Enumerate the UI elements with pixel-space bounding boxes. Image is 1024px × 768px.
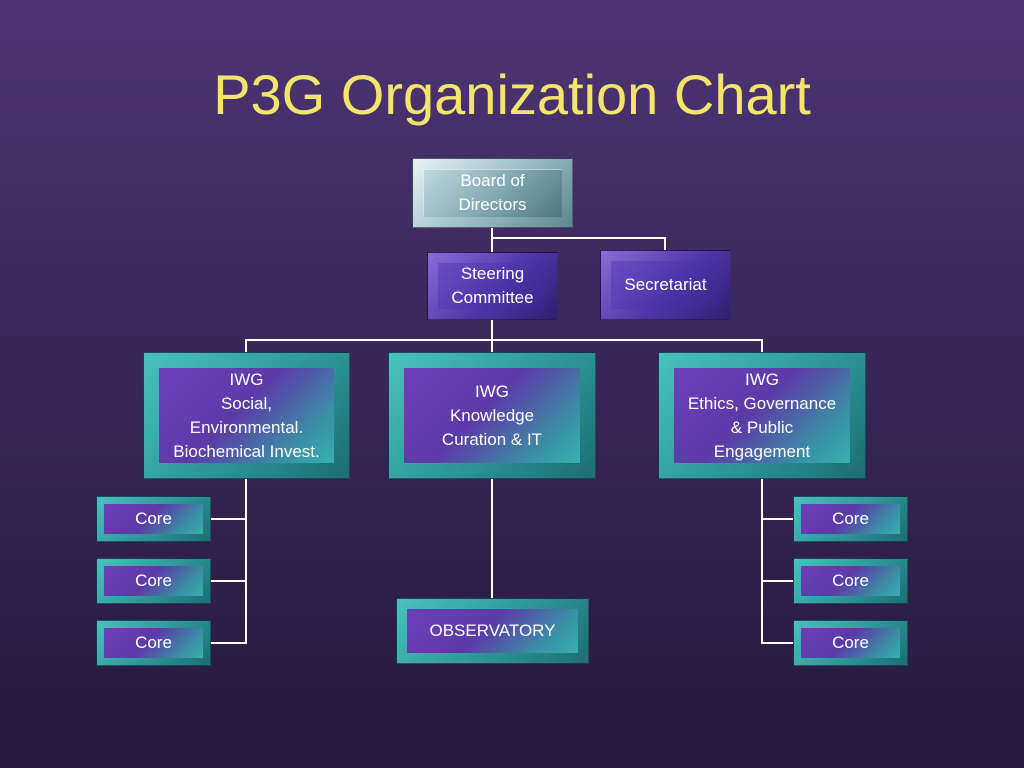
- node-iwg-social[interactable]: IWG Social, Environmental. Biochemical I…: [143, 352, 350, 479]
- connector-board: [491, 228, 666, 252]
- connector-right-cores: [761, 479, 795, 644]
- connector-steering: [245, 320, 763, 352]
- node-observatory-label: OBSERVATORY: [429, 621, 556, 640]
- node-iwg-knowledge-label: IWG Knowledge Curation & IT: [441, 381, 543, 449]
- core-left-1-label: Core: [135, 509, 172, 528]
- node-iwg-ethics[interactable]: IWG Ethics, Governance & Public Engageme…: [658, 352, 866, 479]
- node-core-right-3[interactable]: Core: [793, 620, 908, 666]
- node-core-left-2[interactable]: Core: [96, 558, 211, 604]
- core-right-3-label: Core: [832, 633, 869, 652]
- core-right-1-label: Core: [832, 509, 869, 528]
- core-left-2-label: Core: [135, 571, 172, 590]
- node-core-right-1[interactable]: Core: [793, 496, 908, 542]
- node-steering-label: Steering Committee: [451, 264, 534, 307]
- core-left-3-label: Core: [135, 633, 172, 652]
- node-core-right-2[interactable]: Core: [793, 558, 908, 604]
- node-observatory[interactable]: OBSERVATORY: [396, 598, 589, 664]
- node-iwg-knowledge[interactable]: IWG Knowledge Curation & IT: [388, 352, 596, 479]
- node-board-label: Board of Directors: [458, 171, 527, 214]
- node-iwg-social-label: IWG Social, Environmental. Biochemical I…: [173, 369, 320, 461]
- connector-left-cores: [210, 479, 247, 644]
- node-secretariat-label: Secretariat: [624, 275, 707, 294]
- core-right-2-label: Core: [832, 571, 869, 590]
- node-secretariat[interactable]: Secretariat: [600, 250, 731, 320]
- page-title: P3G Organization Chart: [213, 63, 811, 126]
- node-core-left-3[interactable]: Core: [96, 620, 211, 666]
- node-core-left-1[interactable]: Core: [96, 496, 211, 542]
- node-iwg-ethics-label: IWG Ethics, Governance & Public Engageme…: [687, 369, 837, 461]
- node-steering-committee[interactable]: Steering Committee: [427, 252, 558, 320]
- node-board-of-directors[interactable]: Board of Directors: [412, 158, 573, 228]
